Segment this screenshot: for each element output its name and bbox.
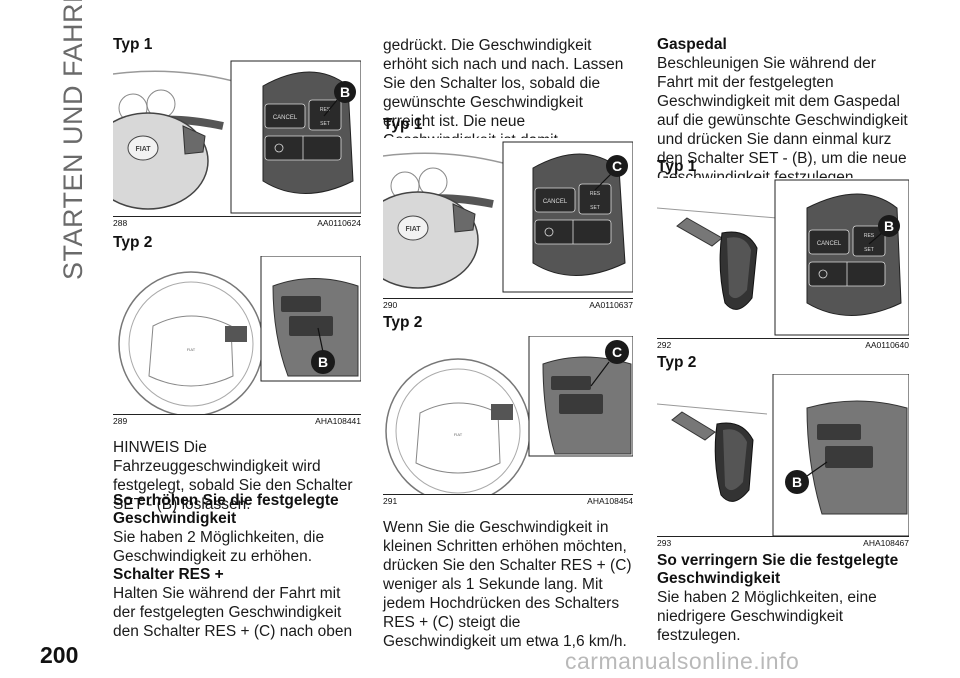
- figure-number: 288: [113, 218, 128, 228]
- figure-number: 293: [657, 538, 672, 548]
- callout-b-circle: [334, 81, 356, 103]
- figure-code: AHA108467: [863, 538, 909, 548]
- figure-293: B 293 AHA108467: [657, 374, 909, 548]
- heading-typ1-fig288: Typ 1: [113, 36, 153, 53]
- figure-number: 290: [383, 300, 398, 310]
- figure-289: FIAT B 289 AHA108441: [113, 256, 361, 426]
- callout-b: B: [318, 354, 328, 370]
- figure-290: FIAT CANCEL RES SET C 290 AA0110637: [383, 138, 633, 310]
- callout-b: B: [884, 218, 894, 234]
- steering-wheel-type2-illustration: FIAT B: [113, 256, 361, 414]
- steering-wheel-res-type2-illustration: FIAT C: [383, 336, 633, 494]
- note-paragraph: HINWEIS Die Fahrzeuggeschwindigkeit wird…: [113, 439, 353, 513]
- press-arrow-icon: [671, 411, 716, 441]
- heading-typ1-fig292: Typ 1: [657, 158, 697, 175]
- heading-typ1-fig290: Typ 1: [383, 116, 423, 133]
- set-label: SET: [864, 247, 874, 253]
- set-label: SET: [320, 121, 330, 127]
- steering-wheel-res-type1-illustration: FIAT CANCEL RES SET C: [383, 138, 633, 298]
- caption-293: 293 AHA108467: [657, 536, 909, 548]
- fiat-logo: FIAT: [405, 226, 421, 233]
- caption-288: 288 AA0110624: [113, 216, 361, 228]
- figure-291: FIAT C 291 AHA108454: [383, 336, 633, 506]
- paragraph-two-ways-decrease: Sie haben 2 Möglichkeiten, eine niedrige…: [657, 589, 877, 644]
- cancel-label: CANCEL: [817, 241, 842, 247]
- callout-c: C: [612, 158, 622, 174]
- heading-typ2-fig291: Typ 2: [383, 314, 423, 331]
- svg-text:FIAT: FIAT: [187, 347, 196, 352]
- figure-code: AA0110640: [865, 340, 909, 350]
- res-label: RES: [320, 107, 331, 113]
- heading-res-switch: Schalter RES +: [113, 566, 224, 583]
- gas-pedal-type1-illustration: CANCEL RES SET B: [657, 178, 909, 338]
- figure-292: CANCEL RES SET B 292 AA0110640: [657, 178, 909, 350]
- paragraph-gas-pedal: Beschleunigen Sie während der Fahrt mit …: [657, 55, 908, 186]
- caption-289: 289 AHA108441: [113, 414, 361, 426]
- caption-290: 290 AA0110637: [383, 298, 633, 310]
- svg-text:FIAT: FIAT: [454, 432, 463, 437]
- callout-b: B: [340, 84, 350, 100]
- watermark: carmanualsonline.info: [565, 648, 800, 674]
- chapter-title-text: STARTEN UND FAHREN: [58, 0, 88, 280]
- heading-increase-speed: So erhöhen Sie die festgelegte Geschwind…: [113, 492, 339, 527]
- caption-292: 292 AA0110640: [657, 338, 909, 350]
- cancel-label: CANCEL: [543, 199, 568, 205]
- heading-typ2-fig289: Typ 2: [113, 234, 153, 251]
- heading-gas-pedal: Gaspedal: [657, 36, 727, 53]
- steering-wheel-type1-illustration: FIAT CANCEL RES SET B: [113, 56, 361, 216]
- paragraph-two-ways-increase: Sie haben 2 Möglichkeiten, die Geschwind…: [113, 529, 325, 565]
- heading-typ2-fig293: Typ 2: [657, 354, 697, 371]
- caption-291: 291 AHA108454: [383, 494, 633, 506]
- figure-code: AA0110624: [317, 218, 361, 228]
- figure-code: AHA108454: [587, 496, 633, 506]
- paragraph-res-switch: Halten Sie während der Fahrt mit der fes…: [113, 585, 353, 640]
- figure-code: AHA108441: [315, 416, 361, 426]
- page-number: 200: [40, 642, 79, 668]
- gas-pedal-type2-illustration: B: [657, 374, 909, 536]
- figure-number: 289: [113, 416, 128, 426]
- set-label: SET: [590, 205, 600, 211]
- paragraph-small-steps: Wenn Sie die Geschwindigkeit in kleinen …: [383, 519, 632, 650]
- figure-number: 291: [383, 496, 398, 506]
- cancel-label: CANCEL: [273, 115, 298, 121]
- figure-288: FIAT CANCEL RES SET B 288 AA0110624: [113, 56, 361, 228]
- fiat-logo: FIAT: [135, 146, 151, 153]
- press-arrow-icon: [676, 217, 723, 247]
- callout-b: B: [792, 474, 802, 490]
- heading-decrease-speed: So verringern Sie die festgelegte Geschw…: [657, 552, 899, 587]
- figure-code: AA0110637: [589, 300, 633, 310]
- res-label: RES: [864, 233, 875, 239]
- callout-c: C: [612, 344, 622, 360]
- res-label: RES: [590, 191, 601, 197]
- chapter-title: STARTEN UND FAHREN: [58, 0, 98, 280]
- figure-number: 292: [657, 340, 672, 350]
